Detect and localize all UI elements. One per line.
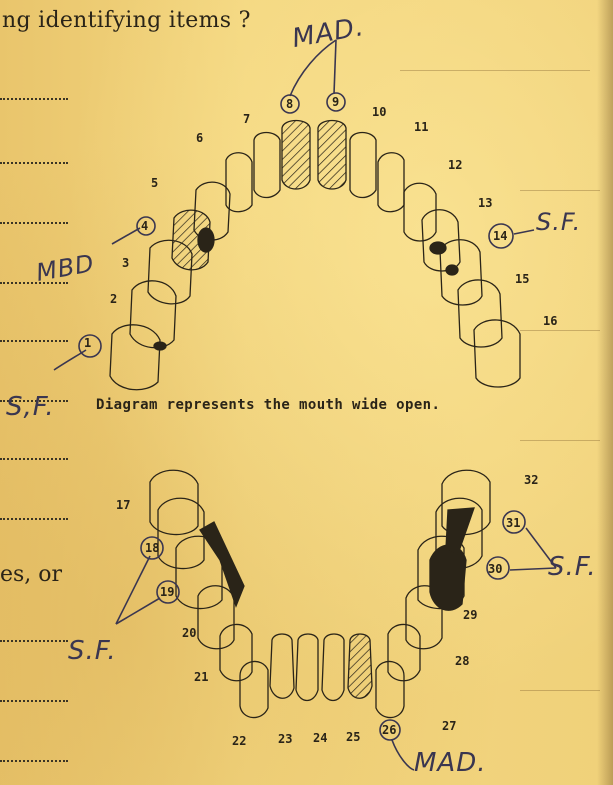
tooth-number-label: 32 (524, 473, 538, 487)
tooth-21 (220, 624, 252, 680)
handwritten-note-sf-upper-left: S,F. (6, 392, 55, 422)
tooth-number-label: 16 (543, 314, 557, 328)
tooth-number-label: 2 (110, 292, 117, 306)
tooth-number-label: 31 (506, 516, 520, 530)
tooth-number-label: 30 (488, 562, 502, 576)
tooth-11 (378, 153, 404, 212)
tooth-2 (130, 281, 176, 348)
tooth-20 (198, 586, 234, 649)
tooth-26 (348, 634, 372, 698)
tooth-8 (282, 121, 310, 190)
tooth-number-label: 14 (493, 229, 507, 243)
tooth-number-label: 29 (463, 608, 477, 622)
tooth-number-label: 15 (515, 272, 529, 286)
tooth-number-label: 10 (372, 105, 386, 119)
tooth-number-label: 18 (145, 541, 159, 555)
tooth-17 (150, 470, 198, 534)
tooth-number-label: 26 (382, 723, 396, 737)
handwritten-note-sf-lower-right: S.F. (548, 552, 597, 582)
tooth-number-label: 22 (232, 734, 246, 748)
tooth-number-label: 1 (84, 336, 91, 350)
tooth-number-label: 19 (160, 585, 174, 599)
tooth-number-label: 24 (313, 731, 327, 745)
tooth-number-label: 6 (196, 131, 203, 145)
diagram-caption: Diagram represents the mouth wide open. (96, 397, 440, 413)
tooth-number-label: 13 (478, 196, 492, 210)
tooth-number-label: 20 (182, 626, 196, 640)
handwritten-note-sf-lower-left: S.F. (68, 636, 117, 666)
tooth-1 (110, 325, 160, 390)
tooth-number-label: 12 (448, 158, 462, 172)
tooth-27 (376, 661, 404, 717)
tooth-24 (296, 634, 318, 701)
tooth-number-label: 23 (278, 732, 292, 746)
handwritten-note-sf-upper-right: S.F. (536, 208, 581, 236)
tooth-number-label: 25 (346, 730, 360, 744)
tooth-number-label: 28 (455, 654, 469, 668)
tooth-25 (322, 634, 344, 701)
handwritten-note-mad-bottom: MAD. (414, 748, 487, 778)
tooth-12 (404, 183, 436, 241)
tooth-number-label: 4 (141, 219, 148, 233)
tooth-22 (240, 661, 268, 717)
tooth-23 (270, 634, 294, 698)
tooth-number-label: 7 (243, 112, 250, 126)
tooth-7 (254, 133, 280, 198)
tooth-number-label: 3 (122, 256, 129, 270)
tooth-number-label: 17 (116, 498, 130, 512)
tooth-number-label: 21 (194, 670, 208, 684)
tooth-number-label: 8 (286, 97, 293, 111)
tooth-9 (318, 121, 346, 190)
tooth-number-label: 11 (414, 120, 428, 134)
tooth-15 (458, 280, 502, 347)
tooth-10 (350, 133, 376, 198)
tooth-16 (474, 320, 520, 387)
tooth-number-label: 5 (151, 176, 158, 190)
tooth-number-label: 27 (442, 719, 456, 733)
tooth-number-label: 9 (332, 95, 339, 109)
